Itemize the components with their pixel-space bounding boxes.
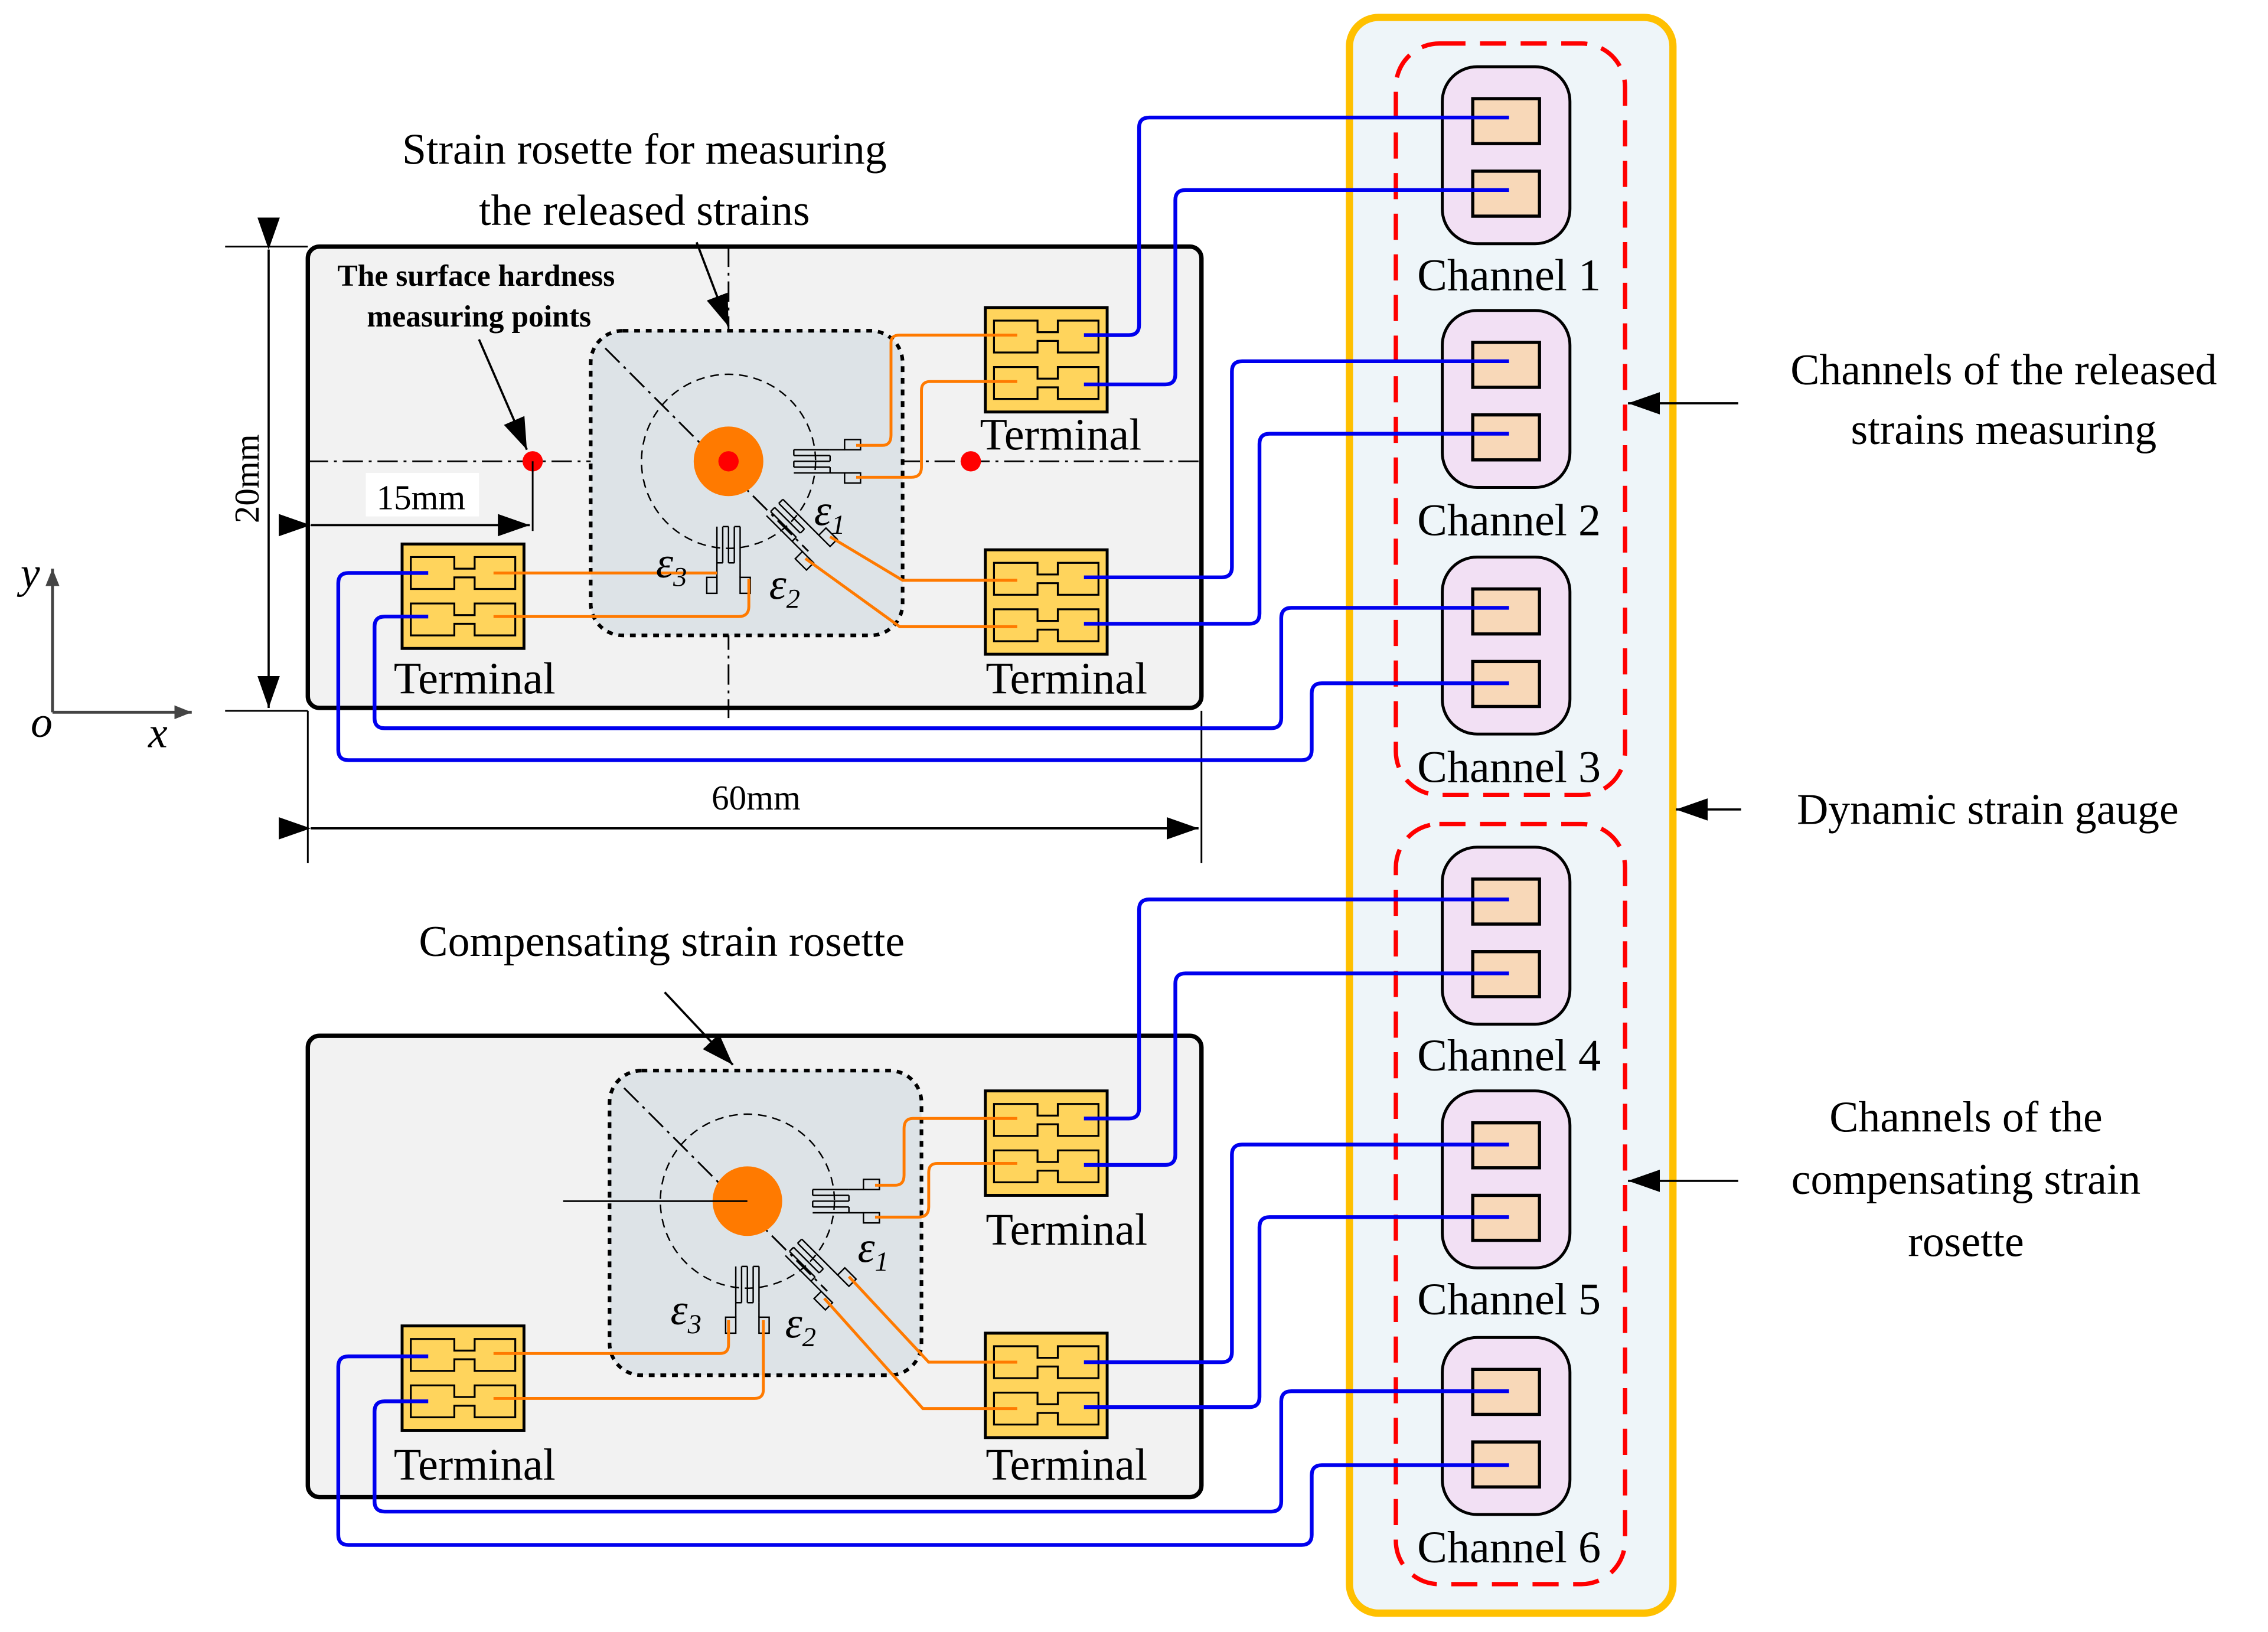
terminal-label: Terminal	[985, 1205, 1147, 1255]
compensating-group-label-line1: Channels of the	[1829, 1092, 2103, 1141]
channel-wire	[1084, 188, 1509, 387]
terminal-label: Terminal	[394, 1440, 556, 1490]
epsilon-1-label: ε1	[857, 1223, 888, 1277]
epsilon-3-label: ε3	[671, 1285, 701, 1340]
channel-label: Channel 5	[1417, 1275, 1601, 1324]
channel-wire	[1084, 115, 1509, 337]
gauge-wire	[823, 1297, 1017, 1411]
gauge-wire	[493, 1320, 730, 1355]
center-hardness-point	[718, 451, 739, 472]
released-strain-rosette	[590, 331, 902, 635]
channel-wire	[1084, 432, 1509, 626]
compensating-pointer-arrow	[664, 991, 734, 1066]
channel-wire	[1084, 1215, 1509, 1409]
gauge-wire	[493, 579, 750, 618]
width-dimension-label: 60mm	[712, 778, 801, 817]
hardness-label-line1: The surface hardness	[337, 259, 615, 293]
epsilon-2-label: ε2	[785, 1298, 816, 1353]
channel-wire	[1084, 971, 1509, 1167]
hardness-label-line2: measuring points	[367, 300, 591, 334]
terminal-bottom-left	[402, 544, 524, 648]
released-strain-specimen: Terminal Terminal Terminal ε1 ε2 ε3 The …	[225, 125, 1204, 863]
channel-wire	[1084, 897, 1509, 1121]
channel-label: Channel 3	[1417, 742, 1601, 792]
channel-wire	[1084, 359, 1509, 580]
rosette-label-line1: Strain rosette for measuring	[402, 125, 887, 174]
compensating-channels-group	[1394, 821, 1627, 1587]
compensating-specimen: Terminal Terminal Terminal ε1 ε2 ε3 Comp…	[305, 917, 1204, 1500]
channel-label: Channel 4	[1417, 1031, 1601, 1081]
axis-y-label: y	[17, 549, 40, 597]
rosette-label-line2: the released strains	[479, 186, 810, 234]
terminal-bottom-right	[985, 550, 1107, 654]
gauge-wire	[493, 1320, 765, 1400]
hardness-pointer-arrow	[478, 339, 528, 451]
terminal-label: Terminal	[985, 654, 1147, 703]
gauge-wire	[804, 557, 1017, 628]
channel-3[interactable]	[1443, 557, 1570, 734]
dynamic-strain-gauge: Channel 1 Channel 2 Channel 3 Channel 4 …	[1346, 14, 1677, 1617]
hardness-point-right	[960, 451, 981, 472]
channel-1[interactable]	[1443, 67, 1570, 244]
right-annotations: Channels of the released strains measuri…	[1628, 345, 2217, 1266]
channel-wire	[1084, 1143, 1509, 1365]
channel-2[interactable]	[1443, 311, 1570, 488]
channel-label: Channel 2	[1417, 496, 1601, 546]
offset-dimension-label: 15mm	[377, 478, 466, 517]
channel-label: Channel 1	[1417, 250, 1601, 300]
axis-origin-label: o	[31, 698, 53, 746]
compensating-group-label-line2: compensating strain	[1791, 1155, 2140, 1203]
terminal-bottom-left	[402, 1326, 524, 1431]
channel-wire	[336, 1354, 1509, 1547]
axis-x-label: x	[148, 708, 168, 756]
channel-wire	[373, 606, 1509, 730]
released-group-label-line2: strains measuring	[1851, 405, 2157, 453]
channel-4[interactable]	[1443, 847, 1570, 1024]
epsilon-1-label: ε1	[814, 486, 845, 540]
terminal-top-right	[985, 1091, 1107, 1196]
released-group-label-line1: Channels of the released	[1790, 345, 2217, 394]
epsilon-2-label: ε2	[769, 560, 800, 615]
rosette-pointer-arrow	[696, 241, 730, 327]
gauge-wire	[874, 1117, 1017, 1187]
gauge-wire	[847, 1275, 1017, 1364]
terminal-top-right	[985, 308, 1107, 412]
device-label: Dynamic strain gauge	[1797, 785, 2179, 834]
height-dimension-label: 20mm	[227, 434, 266, 523]
gauge-wire	[856, 380, 1017, 479]
terminal-label: Terminal	[980, 410, 1142, 460]
compensating-rosette-label: Compensating strain rosette	[419, 917, 905, 965]
gauge-wire	[874, 1161, 1017, 1219]
released-channels-group	[1394, 41, 1627, 798]
channel-6[interactable]	[1443, 1337, 1570, 1515]
device-enclosure	[1346, 14, 1677, 1617]
compensating-group-label-line3: rosette	[1908, 1218, 2024, 1266]
terminal-label: Terminal	[985, 1440, 1147, 1490]
terminal-bottom-right	[985, 1333, 1107, 1438]
channel-wire	[336, 571, 1509, 762]
coordinate-axes: y x o	[17, 549, 192, 756]
gauge-wire	[856, 334, 1017, 447]
channel-wire	[373, 1389, 1509, 1514]
terminal-label: Terminal	[394, 654, 556, 703]
epsilon-3-label: ε3	[656, 538, 687, 593]
channel-label: Channel 6	[1417, 1523, 1601, 1572]
gauge-wire	[829, 535, 1017, 582]
channel-wires	[336, 115, 1509, 1547]
channel-5[interactable]	[1443, 1091, 1570, 1268]
